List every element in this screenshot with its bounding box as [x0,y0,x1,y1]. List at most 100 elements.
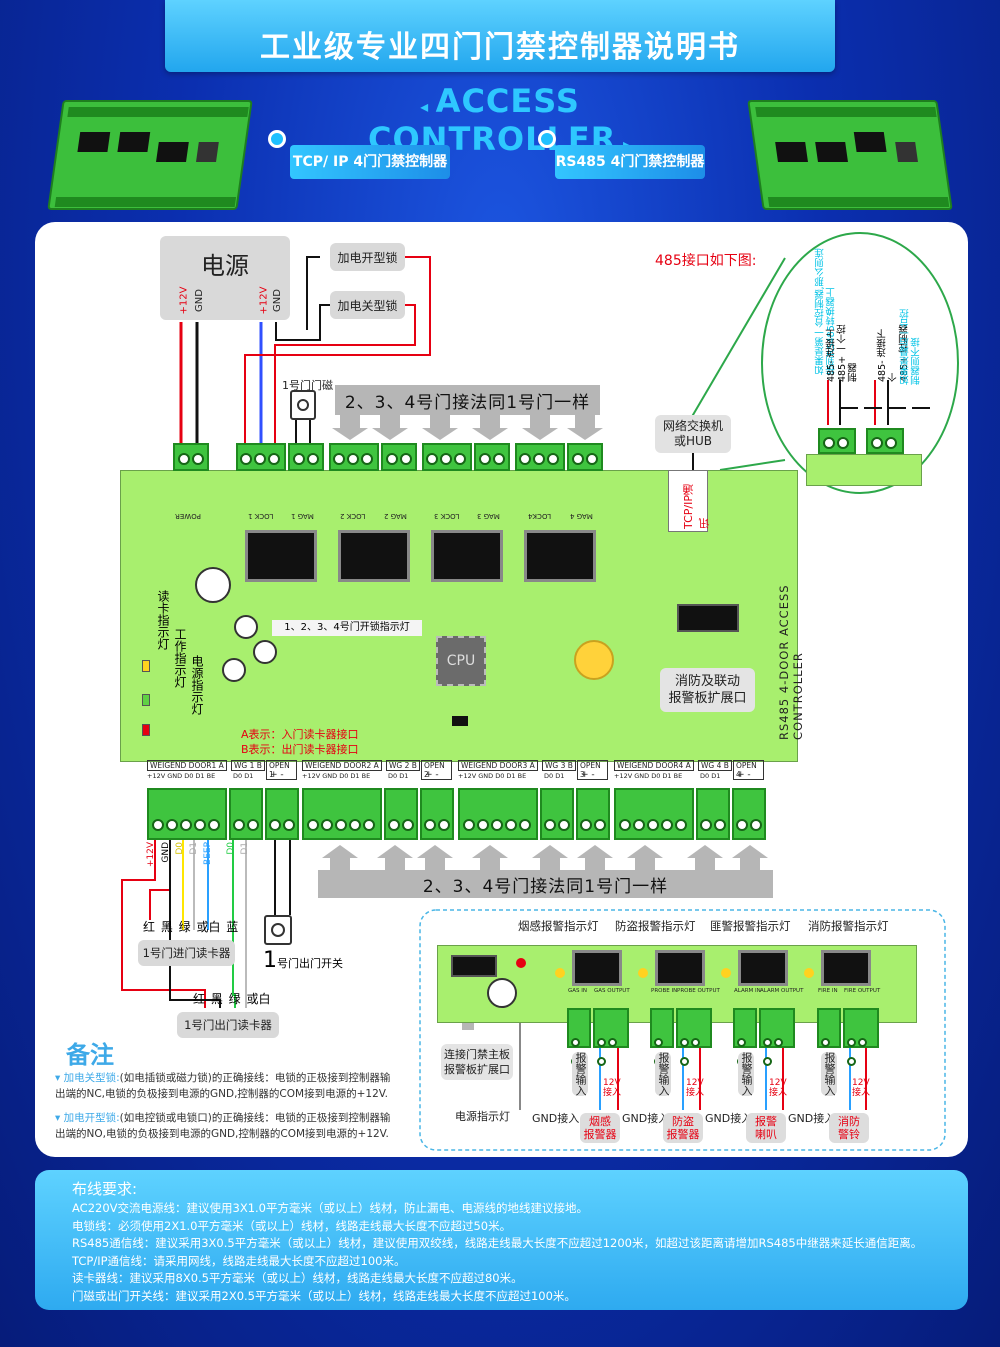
note-1: ▾ 加电关型锁:(如电插锁或磁力锁)的正确接线：电锁的正极接到控制器输出端的NC… [55,1072,391,1100]
alarm-device-4: 消防 警铃 [829,1113,869,1143]
footer-line-4: TCP/IP通信线：请采用网线，线路走线最大长度不应超过100米。 [72,1253,406,1268]
capacitor-3 [253,640,277,664]
alarm-device-4-label: 消防 警铃 [838,1115,860,1141]
rs485-note-left: 485- 连接上 485+ 一个控制器 [815,322,859,382]
gnd-input-3: GND接入 [705,1112,753,1125]
wg3b-label: WG 3 B [542,760,576,771]
wg1b-terminal [229,788,263,840]
v12-input-2: 12V 接入 [686,1078,705,1098]
wire-label-gnd: GND [161,842,171,863]
alarm-term-label-6: ALARM OUTPUT [760,988,804,994]
gnd-input-4: GND接入 [788,1112,836,1125]
rs485-terminal-2 [866,428,904,454]
open3-pins: + - [581,770,595,780]
reader-in-colors: 红 黑 绿 或白 蓝 [143,920,239,934]
alarm-device-2-label: 防盗 报警器 [666,1115,700,1141]
alarm-device-3-label: 报警 喇叭 [755,1115,777,1141]
lock4-label: LOCK4 [528,512,552,520]
tcp-label: TCP/IP通讯 [682,484,711,529]
weigend-3-terminal [458,788,538,840]
card-reader-led [142,660,150,672]
alarm-capacitor [487,978,517,1008]
note-2-head: 加电开型锁: [63,1112,120,1124]
wire-label-d0: D0 [175,842,185,855]
tcp-port: TCP/IP通讯 [668,470,711,532]
alarm-input-2: 报警输入 [655,1052,671,1096]
footer-panel [35,1170,968,1310]
wire-label-d1: D1 [189,842,199,855]
wire-label-d1b: D1 [240,842,250,855]
pcb-illustration [54,107,249,207]
pill-dot-left [268,130,286,148]
title-banner [165,0,835,72]
open2-terminal [420,788,454,840]
relay-4 [524,530,596,582]
alarm-term-label-2: GAS OUTPUT [594,988,630,994]
alarm-term-label-5: ALARM IN [734,988,761,994]
alarm-term-label-4: PROBE OUTPUT [677,988,720,994]
footer-lines: AC220V交流电源线：建议使用3X1.0平方毫米（或以上）线材，防止漏电、电源… [72,1200,952,1305]
open2-pins: + - [425,770,439,780]
capacitor-2 [234,615,258,639]
weigend-2-terminal [302,788,382,840]
wire-label-beep: BEEP [203,842,213,865]
alarm-power-led [516,958,526,968]
v12-input-1: 12V 接入 [603,1078,622,1098]
fire-expansion-box: 消防及联动 报警板扩展口 [660,668,755,712]
same-as-door1-bottom: 2、3、4号门接法同1号门一样 [318,870,773,898]
open2-label: OPEN 2 [421,760,452,780]
unlock-indicator-box: 1、2、3、4号门开锁指示灯 [272,620,422,636]
open1-label: OPEN 1 [266,760,297,780]
note-1-text: (如电插锁或磁力锁)的正确接线：电锁的正极接到控制器输出端的NC,电锁的负极接到… [55,1072,391,1100]
note-2: ▾ 加电开型锁:(如电控锁或电锁口)的正确接线：电锁的正极接到控制器输出端的NO… [55,1112,391,1140]
alarm-term-label-3: PROBE IN [651,988,678,994]
mag2-terminal [381,443,417,471]
b-note: B表示：出门读卡器接口 [241,743,359,756]
weigend-1-label: WEIGEND DOOR1 A [147,760,227,771]
reader-out-box: 1号门出门读卡器 [177,1012,279,1038]
lock2-label: LOCK 2 [340,512,366,520]
alarm-input-3: 报警输入 [738,1052,754,1096]
footer-line-5: 读卡器线：建议采用8X0.5平方毫米（或以上）线材，线路走线最大长度不应超过80… [72,1271,523,1285]
power-gnd2-label: GND [271,289,283,312]
weigend-3-pins: +12V GND D0 D1 BE [458,772,527,780]
weigend-1-pins: +12V GND D0 D1 BE [147,772,216,780]
door-mag-icon [290,390,316,420]
mag4-label: MAG 4 [570,512,593,520]
wire-label-d0b: D0 [226,842,236,855]
network-switch-box: 网络交换机 或HUB [655,415,731,453]
robbery-indicator-label: 匪警报警指示灯 [710,919,791,933]
lock-power-off-box: 加电关型锁 [330,291,405,319]
mag1-label: MAG 1 [291,512,314,520]
alarm-term-label-1: GAS IN [568,988,588,994]
pill-dot-right [538,130,556,148]
capacitor-1 [195,567,231,603]
wg3b-terminal [540,788,574,840]
lock1-terminal [236,443,286,471]
board-side-text: RS485 4-DOOR ACCESS CONTROLLER [777,584,805,740]
lock3-terminal [422,443,472,471]
network-switch-label: 网络交换机 或HUB [662,419,723,448]
gnd-input-2: GND接入 [622,1112,670,1125]
fire-expansion-label: 消防及联动 报警板扩展口 [668,674,747,706]
jumper [452,716,468,726]
power-plus-label: +12V [178,286,190,315]
v12-input-3: 12V 接入 [769,1078,788,1098]
rs485-terminal-1 [818,428,856,454]
open1-terminal [265,788,299,840]
pcb-illustration [755,107,950,207]
cpu-chip: CPU [436,636,486,686]
weigend-2-label: WEIGEND DOOR2 A [302,760,382,771]
exit-switch-label: 1号门出门开关 [263,948,343,973]
cpu-label: CPU [446,653,476,669]
v12-input-4: 12V 接入 [852,1078,871,1098]
relay-1 [245,530,317,582]
alarm-led-4 [804,968,814,978]
note-2-text: (如电控锁或电锁口)的正确接线：电锁的正极接到控制器输出端的NO,电锁的负极接到… [55,1112,391,1140]
alarm-device-2: 防盗 报警器 [663,1113,703,1143]
alarm-terminal-7 [817,1008,841,1066]
open4-pins: + - [737,770,751,780]
alarm-led-2 [638,968,648,978]
rs485-pill: RS485 4门门禁控制器 [555,145,705,179]
reader-out-colors: 红 黑 绿 或白 [193,992,271,1006]
